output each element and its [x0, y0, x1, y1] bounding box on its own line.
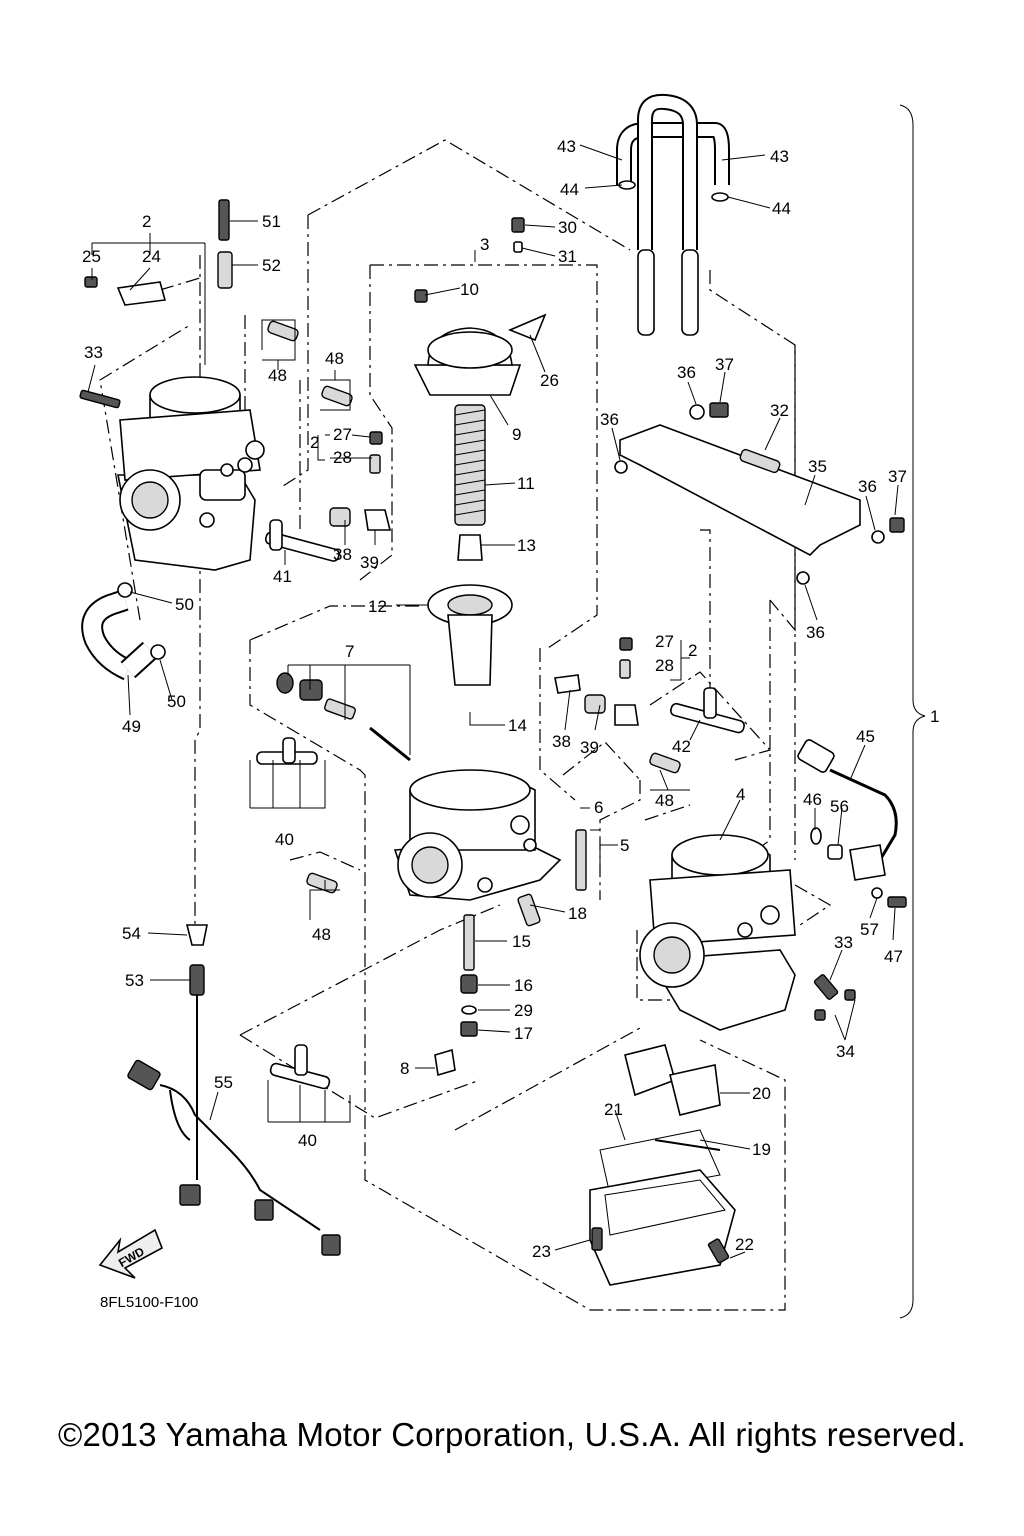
copyright-notice: ©2013 Yamaha Motor Corporation, U.S.A. A… [58, 1416, 966, 1453]
callout-21: 21 [604, 1100, 623, 1119]
callout-48: 48 [655, 791, 674, 810]
callout-48: 48 [325, 349, 344, 368]
callout-43: 43 [557, 137, 576, 156]
callout-6: 6 [594, 798, 603, 817]
callout-57: 57 [860, 920, 879, 939]
o-ring-joints [267, 320, 681, 894]
diagram-code: 8FL5100-F100 [100, 1294, 199, 1311]
wire-harness [127, 924, 341, 1256]
callout-52: 52 [262, 256, 281, 275]
callout-41: 41 [273, 567, 292, 586]
callout-10: 10 [460, 280, 479, 299]
callout-53: 53 [125, 971, 144, 990]
callout-38: 38 [333, 545, 352, 564]
callout-11: 11 [517, 474, 535, 493]
throttle-stop-screw [276, 672, 411, 762]
callout-40: 40 [275, 830, 294, 849]
callout-17: 17 [514, 1024, 533, 1043]
callout-48: 48 [268, 366, 287, 385]
callout-18: 18 [568, 904, 587, 923]
callout-25: 25 [82, 247, 101, 266]
callout-16: 16 [514, 976, 533, 995]
callout-28: 28 [333, 448, 352, 467]
callout-29: 29 [514, 1001, 533, 1020]
callout-56: 56 [830, 797, 849, 816]
callout-50: 50 [167, 692, 186, 711]
callout-47: 47 [884, 947, 903, 966]
callout-36: 36 [677, 363, 696, 382]
callout-39: 39 [360, 553, 379, 572]
callout-48: 48 [312, 925, 331, 944]
callout-1: 1 [930, 707, 939, 726]
jet-stack [460, 829, 587, 1037]
callout-13: 13 [517, 536, 536, 555]
misc-parts [79, 199, 856, 1077]
center-carburetor [393, 769, 562, 901]
callout-15: 15 [512, 932, 531, 951]
callout-4: 4 [736, 785, 745, 804]
callout-labels: 2 24 25 51 52 33 48 48 2 27 28 38 39 41 … [82, 137, 939, 1261]
callout-35: 35 [808, 457, 827, 476]
diaphragm-stack [413, 327, 522, 686]
throttle-sensor [797, 739, 907, 908]
callout-27: 27 [333, 425, 352, 444]
assembly-brace [899, 104, 926, 1319]
callout-19: 19 [752, 1140, 771, 1159]
left-carburetor [117, 376, 265, 571]
callout-43: 43 [770, 147, 789, 166]
leader-lines [87, 144, 899, 1259]
callout-14: 14 [508, 716, 527, 735]
callout-2: 2 [142, 212, 151, 231]
right-carburetor [639, 834, 796, 1031]
callout-42: 42 [672, 737, 691, 756]
callout-2: 2 [688, 641, 697, 660]
callout-36: 36 [858, 477, 877, 496]
callout-36: 36 [806, 623, 825, 642]
callout-55: 55 [214, 1073, 233, 1092]
callout-49: 49 [122, 717, 141, 736]
callout-51: 51 [262, 212, 281, 231]
callout-44: 44 [772, 199, 791, 218]
callout-27: 27 [655, 632, 674, 651]
fuel-hose [81, 582, 166, 681]
callout-2: 2 [310, 433, 319, 452]
float-bowl [589, 1044, 736, 1286]
callout-7: 7 [345, 642, 354, 661]
callout-36: 36 [600, 410, 619, 429]
callout-26: 26 [540, 371, 559, 390]
callout-8: 8 [400, 1059, 409, 1078]
vent-hoses [616, 93, 730, 336]
callout-30: 30 [558, 218, 577, 237]
link-bracket [614, 402, 905, 585]
callout-45: 45 [856, 727, 875, 746]
fwd-arrow-icon: FWD [98, 1228, 164, 1279]
callout-37: 37 [715, 355, 734, 374]
callout-12: 12 [368, 597, 387, 616]
callout-28: 28 [655, 656, 674, 675]
callout-46: 46 [803, 790, 822, 809]
callout-44: 44 [560, 180, 579, 199]
callout-22: 22 [735, 1235, 754, 1254]
callout-31: 31 [558, 247, 577, 266]
callout-33: 33 [84, 343, 103, 362]
callout-50: 50 [175, 595, 194, 614]
callout-40: 40 [298, 1131, 317, 1150]
callout-24: 24 [142, 247, 161, 266]
callout-32: 32 [770, 401, 789, 420]
callout-33: 33 [834, 933, 853, 952]
callout-37: 37 [888, 467, 907, 486]
callout-9: 9 [512, 425, 521, 444]
callout-3: 3 [480, 235, 489, 254]
callout-38: 38 [552, 732, 571, 751]
callout-39: 39 [580, 738, 599, 757]
callout-23: 23 [532, 1242, 551, 1261]
callout-54: 54 [122, 924, 141, 943]
callout-5: 5 [620, 836, 629, 855]
callout-20: 20 [752, 1084, 771, 1103]
fuel-joints [256, 519, 745, 1090]
callout-34: 34 [836, 1042, 855, 1061]
